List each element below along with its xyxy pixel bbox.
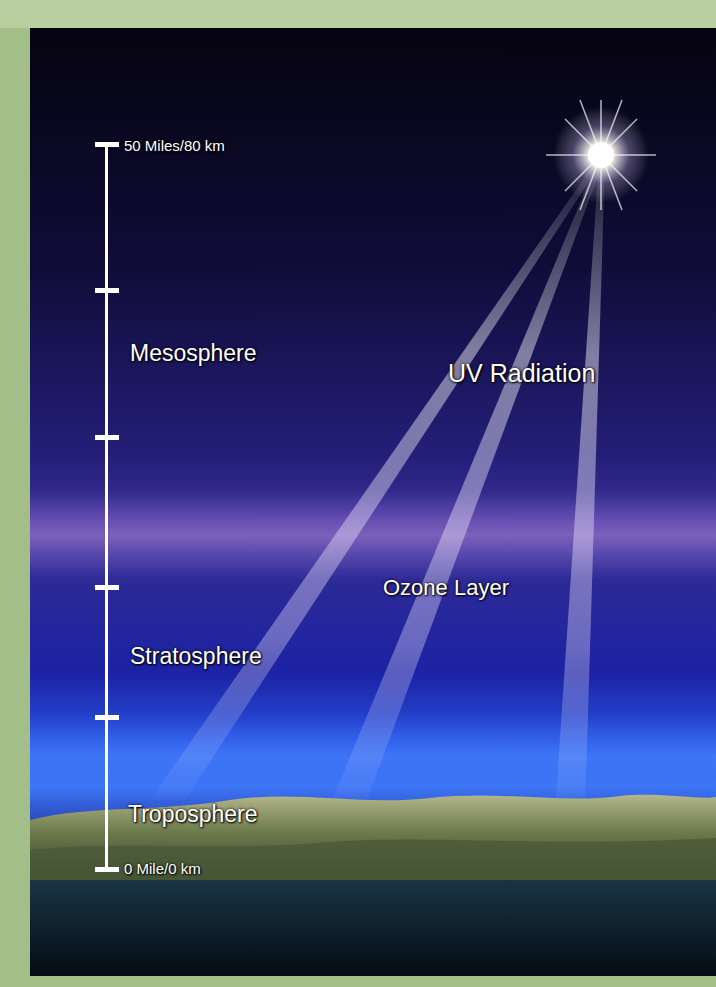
layer-name: Ozone Layer — [383, 575, 509, 600]
altitude-mark: 50 Miles/80 km — [124, 137, 225, 154]
radiation-label: UV Radiation — [448, 359, 595, 388]
altitude-mark: 0 Mile/0 km — [124, 860, 201, 877]
layer-name: Stratosphere — [130, 643, 262, 669]
altitude-scale — [95, 142, 119, 872]
layer-name: Mesosphere — [130, 340, 257, 366]
layer-name: Troposphere — [128, 801, 258, 827]
